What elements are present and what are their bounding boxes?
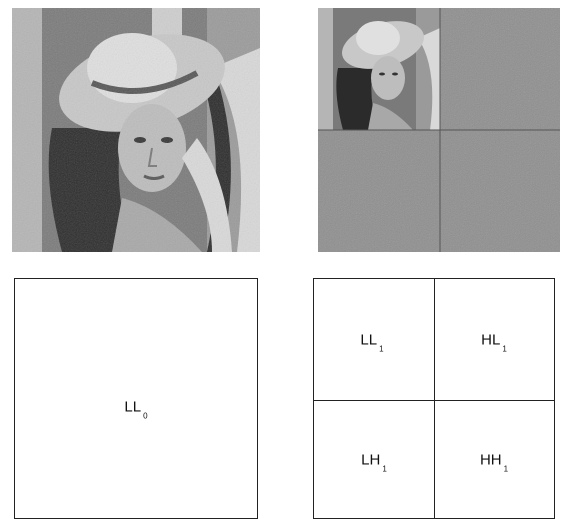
hl1-label: HL1 — [481, 332, 507, 351]
ll0-sub: 0 — [143, 412, 147, 421]
hh1-main: HH — [480, 452, 502, 469]
wavelet-decomposition-image — [318, 8, 560, 252]
hh1-sub: 1 — [504, 465, 508, 474]
lh1-sub: 1 — [382, 465, 386, 474]
ll0-label: LL0 — [124, 399, 147, 418]
lh1-main: LH — [361, 452, 380, 469]
hl1-main: HL — [481, 332, 500, 349]
ll-subband-portrait — [318, 8, 440, 130]
ll1-label: LL1 — [360, 332, 383, 351]
ll0-main: LL — [124, 399, 141, 416]
portrait-photo — [12, 8, 260, 252]
original-image — [12, 8, 260, 252]
grid-vertical-divider — [434, 278, 435, 519]
transformed-image — [318, 8, 560, 252]
hl1-sub: 1 — [502, 345, 506, 354]
lh1-label: LH1 — [361, 452, 387, 471]
ll1-sub: 1 — [379, 345, 383, 354]
ll1-main: LL — [360, 332, 377, 349]
grid-horizontal-divider — [313, 400, 555, 401]
hh1-label: HH1 — [480, 452, 508, 471]
